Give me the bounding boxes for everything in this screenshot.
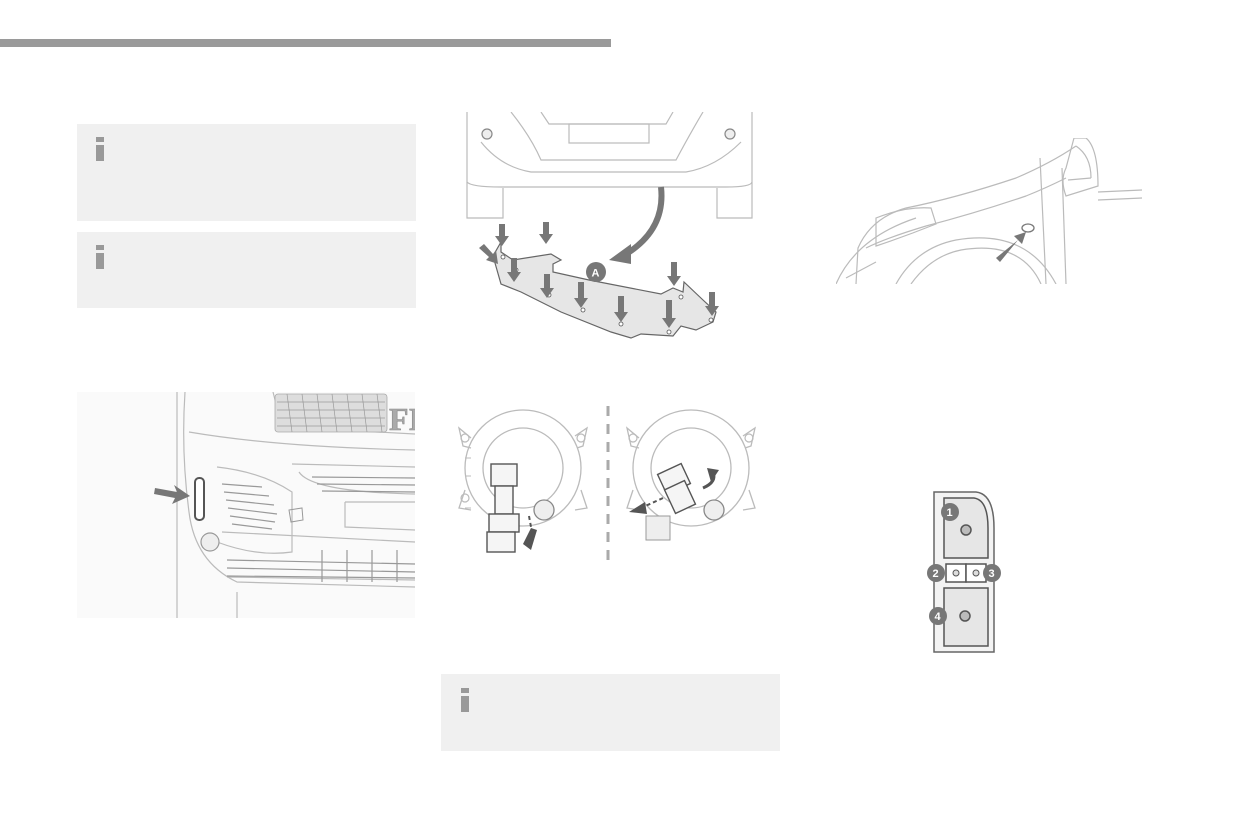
info-note-3	[441, 674, 780, 751]
underbody-shield-illustration: A	[441, 112, 772, 346]
svg-text:FI: FI	[389, 401, 415, 437]
callout-1: 1	[947, 507, 953, 519]
front-bumper-illustration: FI	[77, 392, 415, 618]
header-rule	[0, 39, 611, 47]
callout-2: 2	[933, 568, 939, 580]
fog-lamp-bulb-illustration	[441, 398, 772, 564]
info-icon	[461, 688, 469, 712]
callout-4: 4	[935, 611, 942, 623]
info-icon	[96, 245, 104, 269]
callout-3: 3	[989, 568, 995, 580]
tail-lamp-illustration: 1 2 3 4	[918, 488, 1008, 656]
info-icon	[96, 137, 104, 161]
info-note-2	[77, 232, 416, 308]
side-repeater-illustration	[836, 138, 1142, 284]
callout-a: A	[592, 268, 600, 280]
info-note-1	[77, 124, 416, 221]
